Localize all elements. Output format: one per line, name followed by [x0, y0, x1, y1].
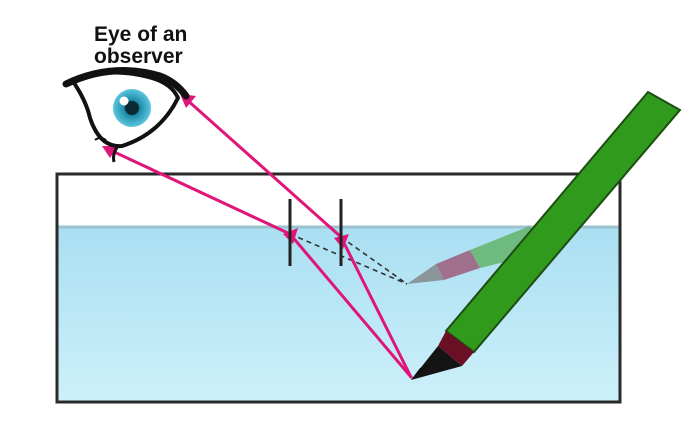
light-rays [108, 97, 413, 379]
refraction-points [288, 199, 343, 266]
virtual-rays [289, 233, 408, 285]
eye-label: Eye of an observer [94, 24, 234, 68]
eye-icon [62, 67, 190, 163]
tank [55, 172, 622, 404]
pencil-icon [411, 90, 682, 380]
eye-label-line-2: observer [94, 45, 183, 68]
eye-label-line-1: Eye of an [94, 23, 188, 46]
